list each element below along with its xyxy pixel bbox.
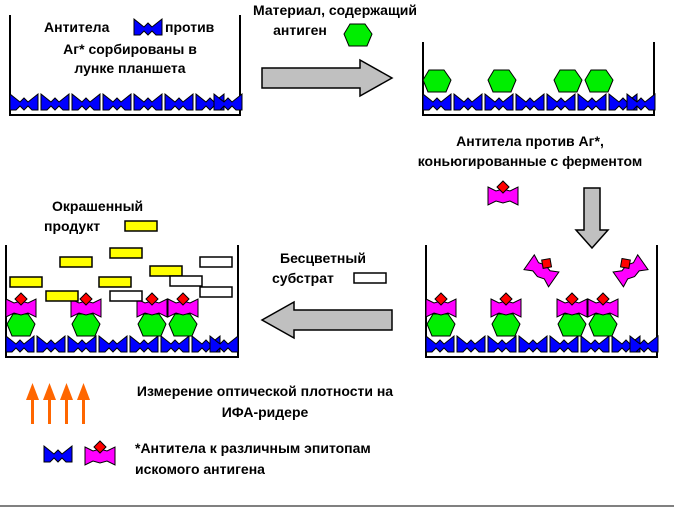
substrate-label-line2: субстрат (272, 270, 334, 286)
legend-label-line1: *Антитела к различным эпитопам (135, 440, 371, 456)
enzyme-conjugate (487, 180, 519, 206)
substrate-label-line1: Бесцветный (280, 250, 366, 266)
well-top-left (9, 15, 243, 116)
measurement-arrows (26, 383, 90, 424)
well-top-right (422, 42, 656, 116)
antigen-label-line2: антиген (273, 22, 327, 38)
arrow-right (261, 58, 394, 98)
legend-conjugate-icon (84, 440, 116, 466)
step1-label-part2: против (165, 19, 215, 35)
conjugate-label-line1: Антитела против Аг*, (456, 133, 604, 149)
arrow-down (574, 187, 610, 250)
legend-inline-antibody-icon (133, 18, 163, 36)
well-bottom-left (5, 245, 239, 358)
legend-label-line2: искомого антигена (135, 461, 265, 477)
step1-label-line3: лунке планшета (74, 60, 186, 76)
measurement-label-line1: Измерение оптической плотности на (136, 383, 394, 399)
substrate-icon (353, 272, 387, 284)
product-icon (124, 220, 158, 232)
sorbed-antibodies (9, 93, 243, 111)
well-bottom-right (425, 245, 659, 358)
step1-label-line2: Аг* сорбированы в (63, 41, 197, 57)
conjugate-label-line2: коньюгированные с ферментом (417, 153, 643, 169)
arrow-left (260, 300, 393, 340)
step1-label-part1: Антитела (44, 19, 110, 35)
product-label-line2: продукт (44, 218, 101, 234)
antigen-label-line1: Материал, содержащий (253, 2, 417, 18)
legend-antibody-icon (43, 445, 73, 463)
product-label-line1: Окрашенный (52, 198, 144, 214)
measurement-label-line2: ИФА-ридере (221, 404, 309, 420)
colored-products (9, 247, 183, 302)
